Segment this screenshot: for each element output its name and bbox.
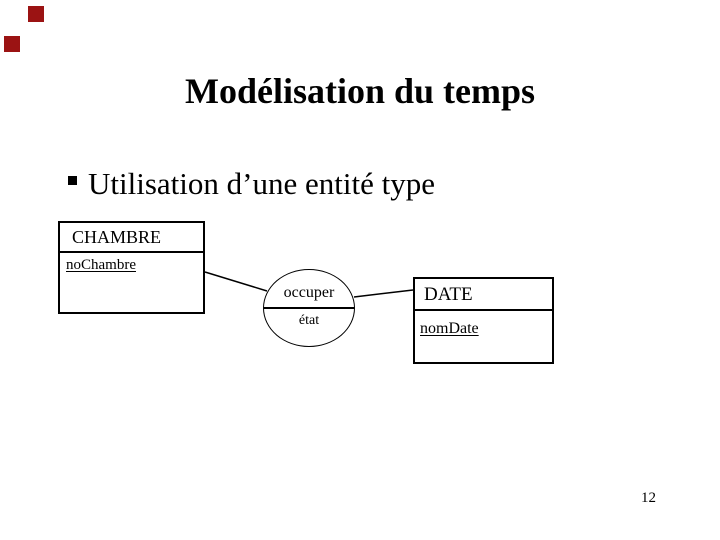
- entity-date-name: DATE: [415, 279, 552, 311]
- connector-occuper-date: [353, 289, 414, 298]
- entity-chambre-attributes: noChambre: [60, 253, 203, 274]
- slide-title: Modélisation du temps: [184, 71, 536, 111]
- page-number: 12: [641, 490, 656, 506]
- attribute-nomdate: nomDate: [420, 320, 479, 337]
- entity-chambre-name: CHAMBRE: [60, 223, 203, 253]
- square-bullet-icon: [68, 176, 77, 185]
- decor-red-square-top: [28, 6, 44, 22]
- bullet-text: Utilisation d’une entité type: [88, 166, 435, 201]
- entity-date-attributes: nomDate: [415, 311, 552, 338]
- relationship-name: occuper: [283, 284, 335, 301]
- entity-date: DATE nomDate: [413, 277, 554, 364]
- attribute-nochambre: noChambre: [66, 257, 136, 273]
- relationship-divider-line: [264, 307, 354, 309]
- bullet-item: Utilisation d’une entité type: [68, 167, 435, 200]
- entity-chambre: CHAMBRE noChambre: [58, 221, 205, 314]
- decor-red-square-bottom: [4, 36, 20, 52]
- connector-chambre-occuper: [204, 271, 268, 292]
- relationship-attribute: état: [298, 313, 320, 328]
